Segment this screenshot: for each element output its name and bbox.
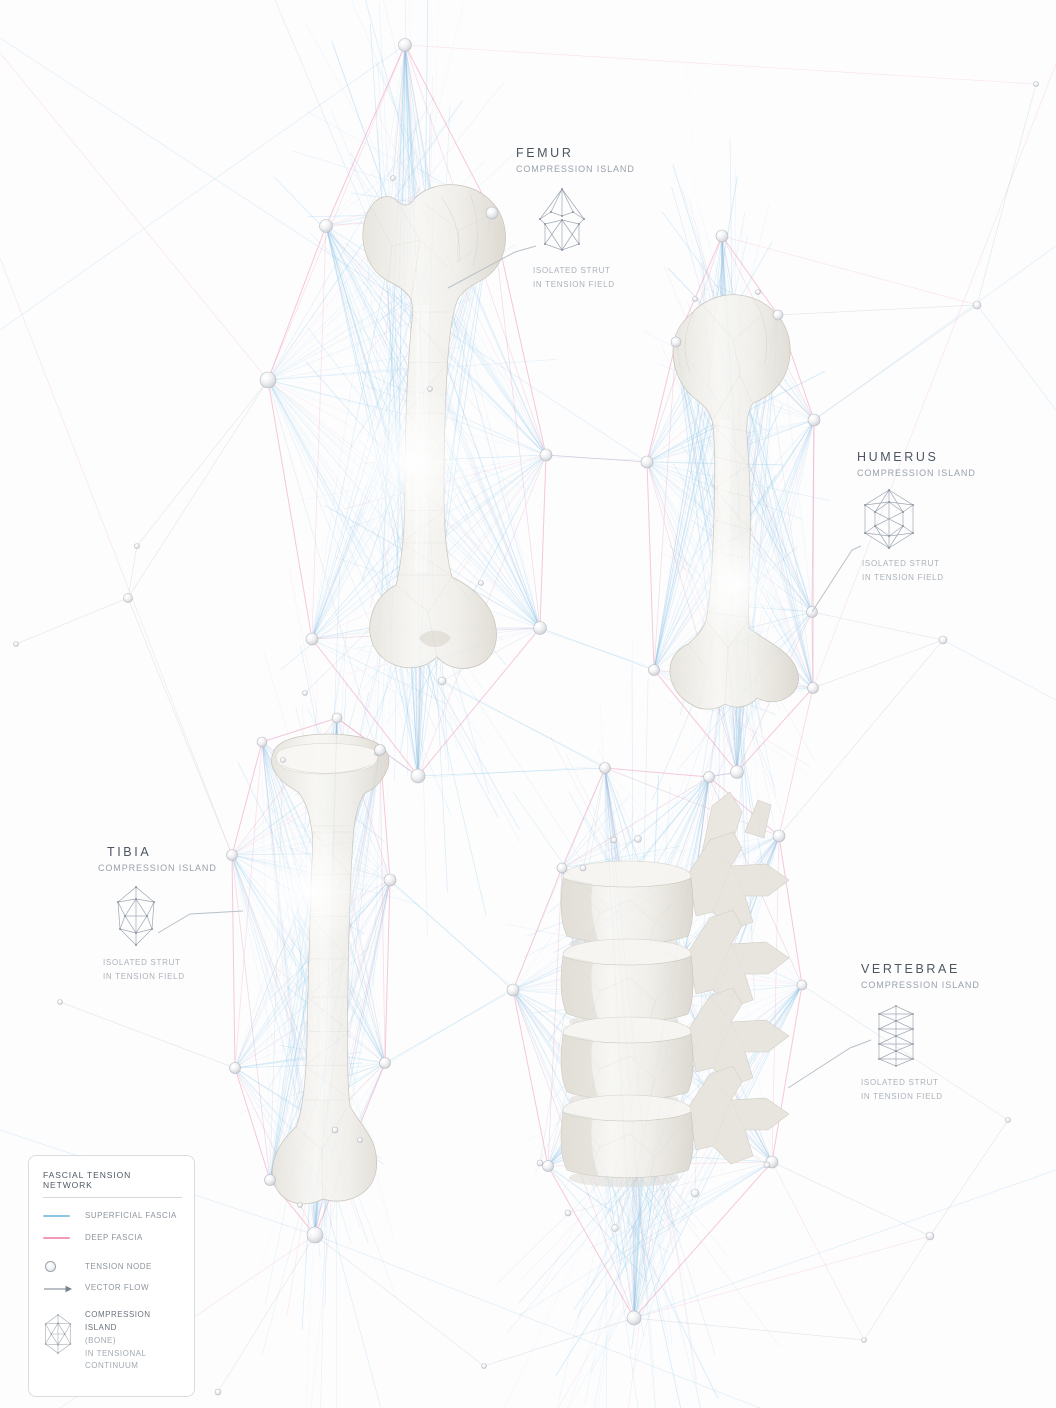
label-humerus: HUMERUS COMPRESSION ISLAND ISOLATED STRU… [857,450,976,584]
tension-node-icon [43,1261,73,1273]
legend-item-compression-island: COMPRESSION ISLAND (BONE) IN TENSIONAL C… [43,1309,182,1373]
island-caption-tibia: ISOLATED STRUT IN TENSION FIELD [103,958,185,981]
legend-item-vector-flow: VECTOR FLOW [43,1282,182,1295]
deep-fascia-line-icon [43,1237,73,1240]
island-title-vertebrae: VERTEBRAE [861,962,960,976]
vector-flow-arrow-icon [43,1284,73,1294]
legend-title: FASCIAL TENSION NETWORK [43,1170,182,1198]
island-subtitle-tibia: COMPRESSION ISLAND [98,863,217,873]
legend-panel: FASCIAL TENSION NETWORK SUPERFICIAL FASC… [28,1155,195,1398]
isolated-strut-icon-vertebrae [878,1005,914,1067]
island-title-femur: FEMUR [516,146,574,160]
island-title-tibia: TIBIA [107,845,152,859]
superficial-fascia-line-icon [43,1215,73,1218]
legend-item-deep-fascia: DEEP FASCIA [43,1232,182,1245]
label-tibia: TIBIA COMPRESSION ISLAND ISOLATED STRUT … [98,845,217,983]
island-title-humerus: HUMERUS [857,450,939,464]
island-subtitle-humerus: COMPRESSION ISLAND [857,468,976,478]
legend-item-tension-node: TENSION NODE [43,1261,182,1274]
isolated-strut-icon-humerus [864,489,914,549]
legend-item-superficial-fascia: SUPERFICIAL FASCIA [43,1210,182,1223]
island-subtitle-vertebrae: COMPRESSION ISLAND [861,980,980,990]
isolated-strut-icon-tibia [117,886,155,946]
isolated-strut-icon-femur [539,188,585,251]
compression-island-icon [43,1309,73,1359]
label-vertebrae: VERTEBRAE COMPRESSION ISLAND ISOLATED ST… [861,962,980,1103]
island-caption-humerus: ISOLATED STRUT IN TENSION FIELD [862,559,944,582]
island-subtitle-femur: COMPRESSION ISLAND [516,164,635,174]
island-caption-vertebrae: ISOLATED STRUT IN TENSION FIELD [861,1078,943,1101]
label-femur: FEMUR COMPRESSION ISLAND ISOLATED STRUT … [516,146,635,291]
island-caption-femur: ISOLATED STRUT IN TENSION FIELD [533,266,615,289]
